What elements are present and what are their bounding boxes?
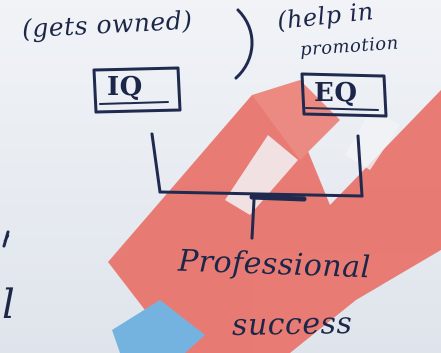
iq-label: IQ: [107, 72, 143, 102]
bracket-base-thick: [249, 194, 307, 202]
right-paren: [234, 8, 254, 80]
ink-strokes: [2, 8, 388, 248]
margin-mark-1: ,: [3, 215, 12, 245]
watermark-blue-shape: [112, 300, 205, 353]
margin-stroke: [2, 230, 10, 248]
connector-down: [250, 198, 256, 240]
outcome-line1: Professional: [177, 243, 372, 286]
bracket-right-arm: [356, 134, 364, 198]
margin-mark-2: l: [2, 282, 16, 328]
eq-label: EQ: [314, 78, 358, 108]
iq-box-underline: [99, 101, 169, 105]
outcome-line2: success: [231, 305, 353, 344]
watermark-red-shape: [108, 90, 441, 353]
bracket-base: [158, 190, 364, 198]
eq-box: [300, 72, 388, 118]
bracket-left-arm: [150, 132, 162, 194]
iq-box: [92, 66, 182, 114]
watermark-red-upper: [252, 80, 340, 160]
eq-box-underline: [305, 107, 379, 111]
